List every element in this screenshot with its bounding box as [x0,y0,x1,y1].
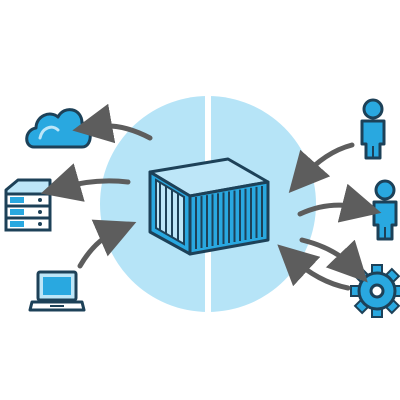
arrow-to-cloud [72,103,153,144]
arrow-from-gear [277,244,351,291]
laptop-icon [28,270,86,312]
shipping-container-icon [148,157,270,256]
arrow-to-gear [299,237,368,283]
gear-icon [350,264,400,318]
person-icon [372,179,398,241]
arrow-from-laptop [77,219,137,269]
arrow-from-person-top [288,142,355,193]
arrow-to-person-bottom [297,183,382,223]
cloud-icon [25,108,92,149]
person-icon [360,98,386,160]
arrow-to-server [40,163,131,202]
server-rack-icon [4,178,52,232]
